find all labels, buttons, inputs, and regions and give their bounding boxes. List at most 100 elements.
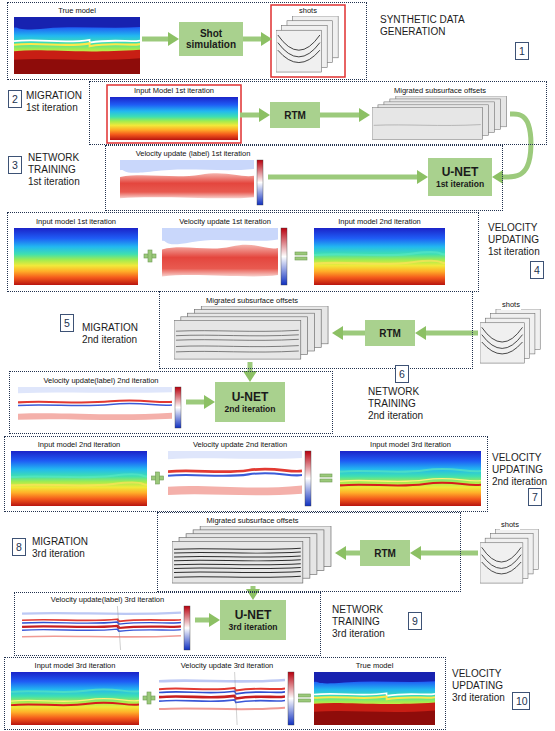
- flow-arrow: [195, 618, 209, 623]
- flow-arrow: [251, 586, 256, 589]
- figure-art: [156, 472, 160, 484]
- figure-art: [299, 699, 311, 702]
- flow-arrow: [320, 113, 359, 118]
- step-panel: SYNTHETIC DATA GENERATIONTrue modelShot …: [8, 3, 366, 79]
- figure-art: [295, 257, 307, 260]
- figure-title: Input model 1st iteration: [35, 217, 117, 227]
- migrated-gathers-image: [174, 306, 328, 359]
- network-label: U-NET: [235, 608, 272, 622]
- figure-title: Velocity update 1st iteration: [178, 217, 272, 227]
- figure-title: Input Model 1st iteration: [133, 86, 215, 96]
- callout-number: 1: [519, 45, 525, 57]
- velocity-update-image: [168, 451, 302, 506]
- step-number: 6: [395, 365, 409, 383]
- step-number: 3: [8, 156, 22, 174]
- figure-title: Velocity update (label) 1st iteration: [135, 149, 252, 159]
- velocity-update-image: [22, 606, 181, 650]
- figure-art: [147, 692, 151, 704]
- network-box: U-NET2nd iteration: [215, 382, 285, 422]
- process-label: Shot simulation: [184, 28, 238, 50]
- highlight-frame: [107, 85, 241, 143]
- figure-panel: Input model 1st iteration: [12, 217, 140, 287]
- figure-title: Velocity update 3rd iteration: [180, 661, 275, 671]
- shot-gathers-image: [276, 16, 338, 72]
- network-label: U-NET: [232, 390, 269, 404]
- figure-title: Velocity update(label) 2nd iteration: [42, 376, 159, 386]
- figure-title: Migrated subsurface offsets: [205, 296, 299, 306]
- callout-number: 7: [532, 491, 538, 503]
- step-panel: NETWORK TRAINING 2nd iterationVelocity u…: [10, 372, 332, 433]
- figure-panel: Migrated subsurface offsets: [370, 86, 510, 142]
- figure-panel: shots: [478, 520, 542, 586]
- step-title: VELOCITY UPDATING 3rd iteration: [452, 668, 512, 704]
- figure-panel: Velocity update (label) 1st iteration: [118, 149, 268, 207]
- callout-number: 3: [12, 159, 18, 171]
- step-title: VELOCITY UPDATING 2nd iteration: [492, 452, 552, 488]
- figure-title: Input model 3rd iteration: [34, 661, 117, 671]
- shot-gathers-image: [480, 309, 540, 363]
- step-number: 7: [528, 488, 542, 506]
- velocity-model-image: [340, 451, 481, 506]
- flow-arrow: [142, 37, 168, 42]
- step-title: VELOCITY UPDATING 1st iteration: [488, 222, 548, 258]
- figure-title: Input model 2nd iteration: [37, 440, 122, 450]
- figure-panel: Input model 3rd iteration: [338, 440, 483, 508]
- step-panel: VELOCITY UPDATING 1st iterationInput mod…: [8, 213, 478, 291]
- figure-title: Migrated subsurface offsets: [206, 516, 300, 526]
- velocity-update-image: [120, 160, 254, 205]
- figure-title: True model: [355, 661, 395, 671]
- figure-panel: shots: [478, 300, 544, 366]
- step-number: 9: [408, 612, 422, 630]
- step-title: NETWORK TRAINING 3rd iteration: [332, 604, 392, 640]
- figure-title: shots: [500, 520, 520, 530]
- migrated-gathers-image: [372, 96, 506, 139]
- flow-arrow: [346, 551, 360, 556]
- figure-panel: shots: [272, 6, 344, 76]
- velocity-model-image: [11, 451, 147, 506]
- step-number: 1: [515, 42, 529, 60]
- step-title: MIGRATION 2nd iteration: [82, 322, 142, 346]
- figure-panel: True model: [12, 6, 142, 76]
- step-panel: MIGRATION 2nd iterationMigrated subsurfa…: [160, 292, 472, 368]
- plus-sign: [144, 250, 156, 262]
- figure-panel: Input Model 1st iteration: [108, 86, 240, 142]
- equals-sign: [320, 474, 332, 482]
- step-number: 5: [60, 314, 74, 332]
- colorbar: [288, 672, 294, 725]
- figure-panel: Input model 2nd iteration: [312, 217, 447, 287]
- figure-panel: Input model 2nd iteration: [9, 440, 149, 508]
- figure-title: Velocity update 2nd iteration: [192, 440, 288, 450]
- equals-sign: [295, 252, 307, 260]
- colorbar: [175, 387, 181, 428]
- flow-arrow: [186, 400, 204, 405]
- figure-title: Migrated subsurface offsets: [393, 86, 487, 96]
- velocity-model-image: [14, 17, 140, 74]
- velocity-model-image: [314, 228, 445, 285]
- step-title: NETWORK TRAINING 2nd iteration: [368, 386, 428, 422]
- callout-number: 6: [399, 368, 405, 380]
- step-number: 4: [530, 261, 544, 279]
- callout-number: 8: [16, 541, 22, 553]
- figure-panel: Velocity update(label) 2nd iteration: [16, 376, 186, 430]
- plus-sign: [152, 472, 164, 484]
- velocity-model-image: [314, 672, 435, 725]
- network-box: U-NET3rd iteration: [220, 600, 286, 640]
- migrated-gathers-image: [172, 526, 331, 583]
- figure-panel: Velocity update 3rd iteration: [157, 661, 297, 727]
- process-box: RTM: [360, 540, 410, 566]
- flow-arrow: [268, 175, 417, 180]
- colorbar: [184, 606, 190, 650]
- callout-number: 9: [412, 615, 418, 627]
- step-number: 10: [512, 692, 530, 710]
- process-box: Shot simulation: [179, 22, 243, 56]
- flow-arrow: [421, 551, 478, 556]
- callout-number: 10: [516, 695, 526, 707]
- velocity-update-image: [18, 387, 172, 428]
- process-box: RTM: [365, 320, 415, 346]
- flow-arrow: [248, 362, 253, 371]
- network-label: U-NET: [442, 165, 479, 179]
- process-label: RTM: [284, 110, 306, 121]
- step-panel: NETWORK TRAINING 1st iterationVelocity u…: [106, 146, 502, 210]
- colorbar: [257, 160, 263, 205]
